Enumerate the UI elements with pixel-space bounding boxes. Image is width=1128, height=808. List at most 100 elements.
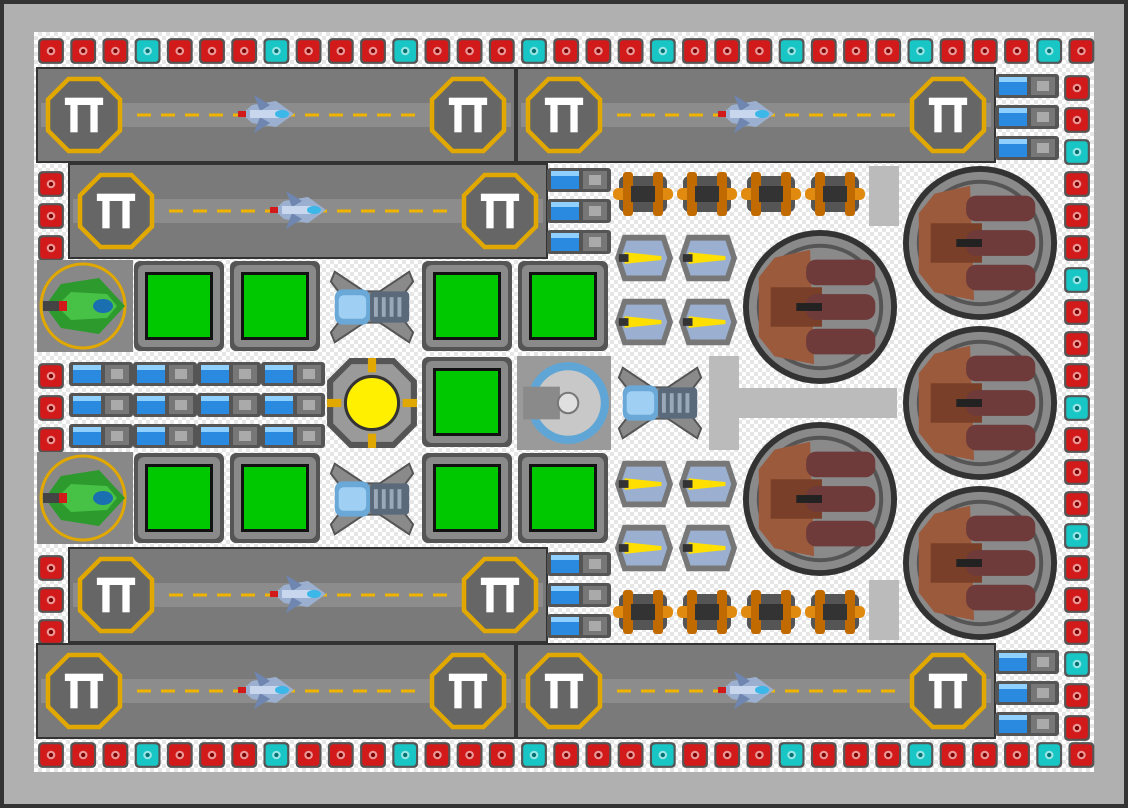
- runway-stripe: [881, 689, 895, 693]
- battery-icon[interactable]: [547, 199, 611, 223]
- runway[interactable]: [516, 643, 996, 739]
- module-layer: [37, 74, 1059, 736]
- battery-icon[interactable]: [995, 712, 1059, 736]
- missile-launcher-icon[interactable]: [678, 234, 738, 282]
- shield-dome-icon[interactable]: [517, 356, 611, 450]
- battery-icon[interactable]: [69, 424, 133, 448]
- battery-icon[interactable]: [995, 105, 1059, 129]
- hull-block-icon: [1064, 491, 1090, 517]
- runway-stripe: [209, 689, 223, 693]
- orange-cannon-icon[interactable]: [805, 590, 865, 634]
- triple-barrel-turret-icon[interactable]: [901, 324, 1059, 482]
- runway-stripe: [401, 689, 415, 693]
- pad-logo-icon[interactable]: [525, 652, 603, 730]
- hull-block-icon: [1064, 523, 1090, 549]
- runway[interactable]: [68, 163, 548, 259]
- battery-icon[interactable]: [995, 681, 1059, 705]
- storage-bay[interactable]: [230, 261, 320, 351]
- green-fighter-icon[interactable]: [37, 452, 133, 544]
- hull-block-icon: [875, 38, 902, 64]
- missile-launcher-icon[interactable]: [678, 298, 738, 346]
- hull-block-icon: [1064, 107, 1090, 133]
- engine-thruster-icon[interactable]: [329, 462, 415, 536]
- battery-icon[interactable]: [995, 650, 1059, 674]
- battery-icon[interactable]: [133, 424, 197, 448]
- pad-logo-icon[interactable]: [461, 556, 539, 634]
- missile-launcher-icon[interactable]: [614, 460, 674, 508]
- pad-logo-icon[interactable]: [77, 172, 155, 250]
- storage-bay[interactable]: [134, 261, 224, 351]
- battery-icon[interactable]: [547, 230, 611, 254]
- runway[interactable]: [36, 643, 516, 739]
- battery-icon[interactable]: [197, 393, 261, 417]
- battery-icon[interactable]: [261, 393, 325, 417]
- hull-block-icon: [617, 742, 644, 768]
- triple-barrel-turret-icon[interactable]: [901, 484, 1059, 642]
- triple-barrel-turret-icon[interactable]: [741, 228, 899, 386]
- battery-icon[interactable]: [133, 362, 197, 386]
- hull-block-icon: [295, 742, 322, 768]
- runway[interactable]: [516, 67, 996, 163]
- storage-bay[interactable]: [422, 357, 512, 447]
- battery-icon[interactable]: [133, 393, 197, 417]
- orange-cannon-icon[interactable]: [805, 172, 865, 216]
- missile-launcher-icon[interactable]: [678, 460, 738, 508]
- orange-cannon-icon[interactable]: [613, 172, 673, 216]
- battery-icon[interactable]: [547, 552, 611, 576]
- pad-logo-icon[interactable]: [461, 172, 539, 250]
- green-fighter-icon[interactable]: [37, 260, 133, 352]
- battery-icon[interactable]: [197, 362, 261, 386]
- triple-barrel-turret-icon[interactable]: [741, 420, 899, 578]
- missile-launcher-icon[interactable]: [678, 524, 738, 572]
- battery-icon[interactable]: [261, 362, 325, 386]
- triple-barrel-turret-icon[interactable]: [901, 164, 1059, 322]
- storage-bay[interactable]: [134, 453, 224, 543]
- runway[interactable]: [36, 67, 516, 163]
- orange-cannon-icon[interactable]: [741, 172, 801, 216]
- pad-logo-icon[interactable]: [429, 76, 507, 154]
- runway-stripe: [433, 209, 447, 213]
- battery-icon[interactable]: [995, 136, 1059, 160]
- missile-launcher-icon[interactable]: [614, 298, 674, 346]
- orange-cannon-icon[interactable]: [741, 590, 801, 634]
- runway-stripe: [305, 113, 319, 117]
- runway-stripe: [329, 113, 343, 117]
- hull-block-icon: [231, 742, 258, 768]
- runway[interactable]: [68, 547, 548, 643]
- pad-logo-icon[interactable]: [45, 76, 123, 154]
- storage-bay[interactable]: [422, 453, 512, 543]
- pad-logo-icon[interactable]: [909, 652, 987, 730]
- storage-bay[interactable]: [422, 261, 512, 351]
- battery-icon[interactable]: [547, 614, 611, 638]
- battery-icon[interactable]: [69, 393, 133, 417]
- engine-thruster-icon[interactable]: [617, 366, 703, 440]
- battery-icon[interactable]: [261, 424, 325, 448]
- missile-launcher-icon[interactable]: [614, 524, 674, 572]
- pad-logo-icon[interactable]: [77, 556, 155, 634]
- runway-stripe: [401, 113, 415, 117]
- hull-block-icon: [488, 742, 515, 768]
- runway-stripe: [785, 113, 799, 117]
- hull-block-icon: [971, 38, 998, 64]
- pad-logo-icon[interactable]: [909, 76, 987, 154]
- storage-bay[interactable]: [230, 453, 320, 543]
- engine-thruster-icon[interactable]: [329, 270, 415, 344]
- missile-launcher-icon[interactable]: [614, 234, 674, 282]
- orange-cannon-icon[interactable]: [613, 590, 673, 634]
- reactor-core-icon[interactable]: [325, 356, 419, 450]
- hull-block-icon: [875, 742, 902, 768]
- orange-cannon-icon[interactable]: [677, 590, 737, 634]
- battery-icon[interactable]: [69, 362, 133, 386]
- battery-icon[interactable]: [995, 74, 1059, 98]
- battery-icon[interactable]: [547, 583, 611, 607]
- pad-logo-icon[interactable]: [45, 652, 123, 730]
- storage-bay[interactable]: [518, 453, 608, 543]
- hull-block-icon: [585, 38, 612, 64]
- battery-icon[interactable]: [547, 168, 611, 192]
- battery-icon[interactable]: [197, 424, 261, 448]
- storage-bay[interactable]: [518, 261, 608, 351]
- pad-logo-icon[interactable]: [429, 652, 507, 730]
- pad-logo-icon[interactable]: [525, 76, 603, 154]
- orange-cannon-icon[interactable]: [677, 172, 737, 216]
